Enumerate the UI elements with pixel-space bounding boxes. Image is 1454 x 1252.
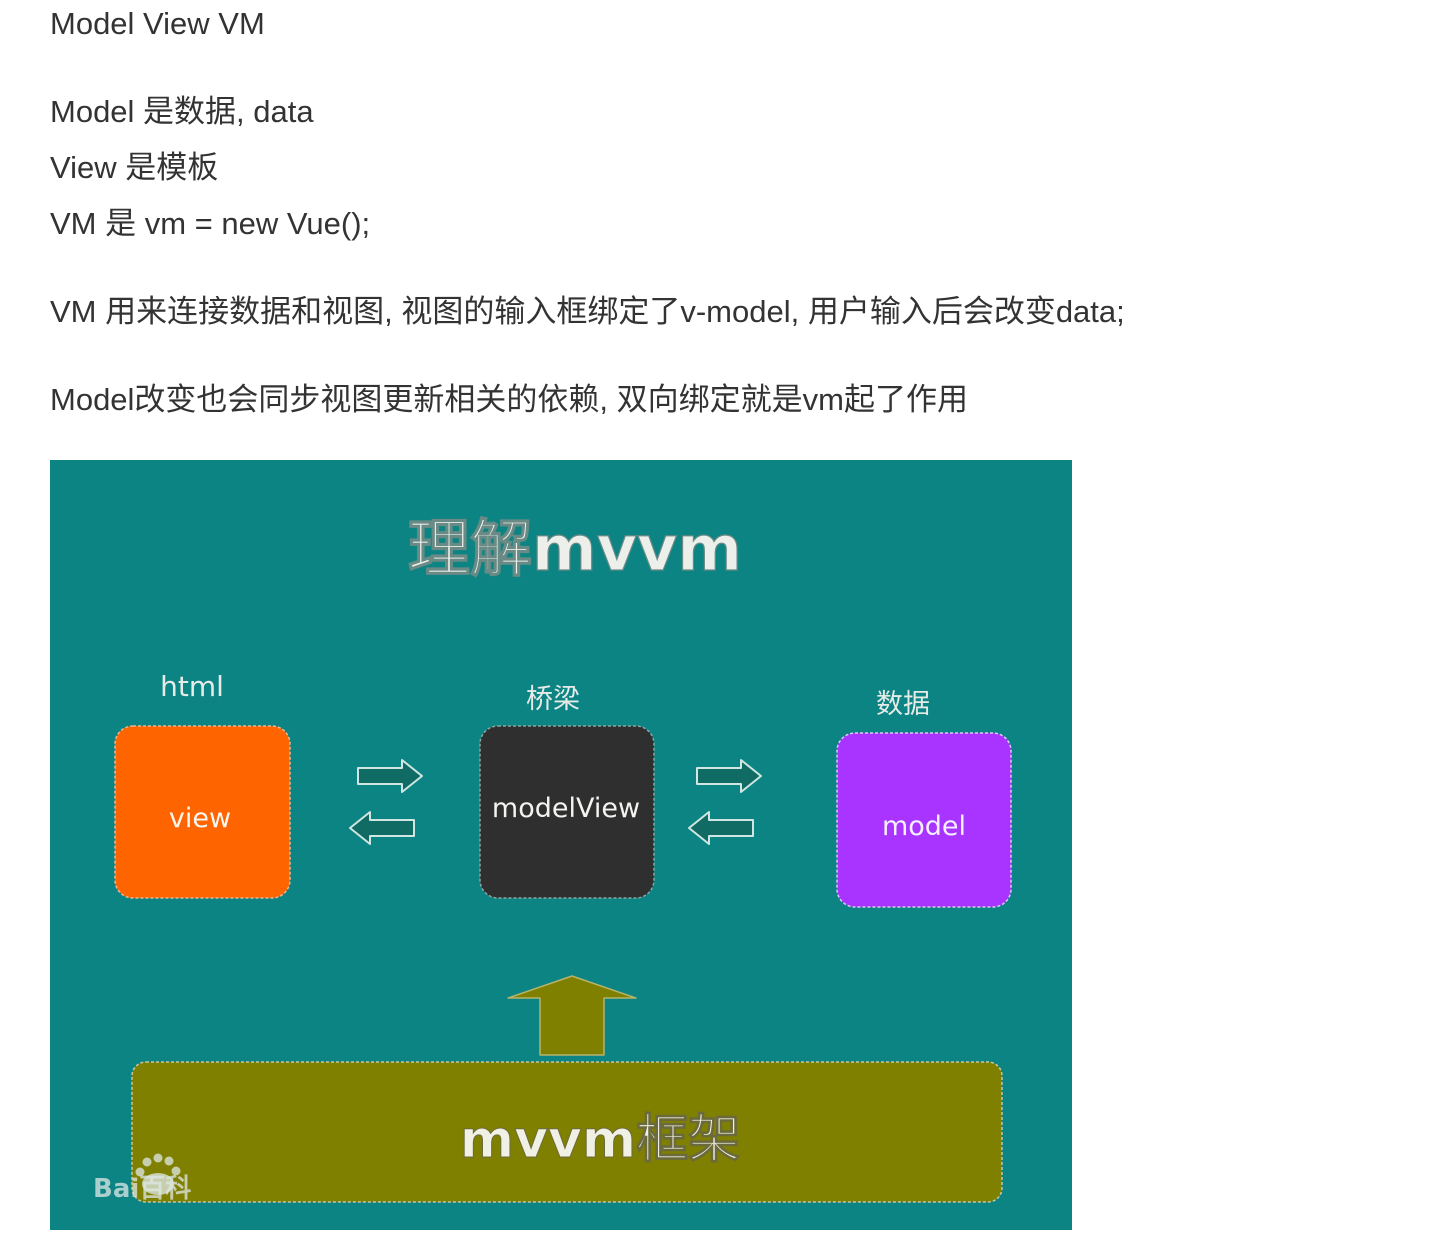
model-label: model [882, 811, 966, 842]
diagram-title: 理解mvvm [408, 512, 742, 585]
left-arrow-icon [349, 811, 415, 845]
left-arrow-icon [688, 811, 754, 845]
paragraph-vm-role: VM 用来连接数据和视图, 视图的输入框绑定了v-model, 用户输入后会改变… [50, 294, 1125, 329]
viewmodel-label: modelView [492, 793, 640, 824]
framework-label: mvvm框架 [460, 1110, 740, 1170]
framework-bar [131, 1061, 1003, 1203]
paragraph-view-definition: View 是模板 [50, 150, 219, 185]
up-arrow-icon [507, 975, 637, 1056]
paragraph-vm-definition: VM 是 vm = new Vue(); [50, 206, 371, 241]
paragraph-mvvm-heading: Model View VM [50, 6, 265, 41]
paragraph-two-way-binding: Model改变也会同步视图更新相关的依赖, 双向绑定就是vm起了作用 [50, 382, 968, 417]
watermark-text: Bai百科 [93, 1174, 191, 1204]
model-box [836, 732, 1012, 908]
model-caption: 数据 [876, 689, 930, 720]
viewmodel-box [479, 725, 655, 899]
mvvm-diagram-image: 理解mvvm html 桥梁 数据 view modelView model m… [50, 460, 1072, 1230]
right-arrow-icon [696, 759, 762, 793]
baidu-logo-icon [135, 1153, 181, 1195]
paragraph-model-definition: Model 是数据, data [50, 94, 314, 129]
mvvm-diagram: 理解mvvm html 桥梁 数据 view modelView model m… [93, 511, 1012, 1204]
right-arrow-icon [357, 759, 423, 793]
viewmodel-caption: 桥梁 [526, 684, 580, 715]
view-caption: html [160, 670, 224, 703]
view-box [114, 725, 291, 899]
view-label: view [169, 803, 231, 834]
